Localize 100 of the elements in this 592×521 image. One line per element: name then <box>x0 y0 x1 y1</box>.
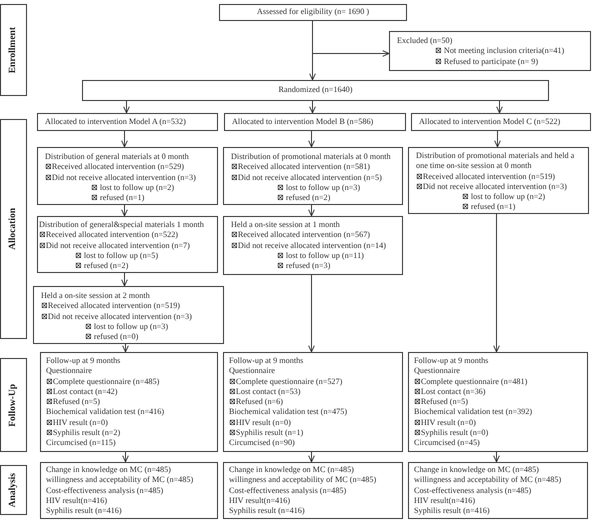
phase-box <box>0 4 27 96</box>
list-item: willingness and acceptability of MC (n=485) <box>46 475 194 486</box>
list-item: Change in knowledge on MC (n=485) <box>229 465 354 476</box>
arrow <box>494 130 501 148</box>
sub-item: ⊠ refused (n=0) <box>85 332 138 342</box>
arrow <box>308 274 315 352</box>
step-label: Randomized (n=1640) <box>278 85 352 96</box>
sub-item: ⊠ refused (n=3) <box>277 261 330 272</box>
arrow <box>123 100 130 114</box>
list-item: Biochemical validation test (n=416) <box>46 407 164 418</box>
list-item: ⊠Received allocated intervention (n=567) <box>231 230 370 241</box>
process-box <box>223 147 403 205</box>
step-heading: Follow-up at 9 months <box>46 356 120 366</box>
list-item: ⊠Received allocated intervention (n=519) <box>416 172 556 182</box>
list-item: Syphilis result (n=416) <box>414 506 490 516</box>
sub-item: ⊠ lost to follow up (n=5) <box>75 250 158 262</box>
process-box <box>408 462 588 519</box>
sub-item: ⊠ lost to follow up (n=3) <box>85 322 168 332</box>
arrow <box>122 452 129 462</box>
list-item: ⊠Did not receive allocated intervention (n=14) <box>231 240 386 251</box>
phase-box <box>0 119 27 339</box>
list-item: ⊠Did not receive allocated intervention (n=3) <box>416 182 567 192</box>
process-box <box>224 113 406 131</box>
step-heading: Excluded (n=50) <box>397 36 452 46</box>
phase-label: Follow-Up <box>8 384 19 426</box>
arrow <box>308 130 315 148</box>
step-heading: Follow-up at 9 months <box>414 356 488 366</box>
list-item: Questionnaire <box>229 366 275 377</box>
list-item: ⊠HIV result (n=0) <box>46 418 108 428</box>
list-item: Change in knowledge on MC (n=485) <box>46 465 171 476</box>
list-item: ⊠Received allocated intervention (n=522) <box>39 230 178 241</box>
arrow <box>309 100 316 114</box>
step-heading: Distribution of promotional materials at 0 month <box>231 152 391 162</box>
sub-item: ⊠ lost to follow up (n=2) <box>462 192 546 202</box>
list-item: ⊠Received allocated intervention (n=581) <box>231 162 370 173</box>
process-box <box>223 352 403 452</box>
list-item: Cost-effectiveness analysis (n=485) <box>229 486 346 496</box>
arrow <box>308 452 315 462</box>
step-heading: Distribution of general&special materials 1 month <box>39 220 204 230</box>
list-item: ⊠Refused (n=5) <box>414 397 468 408</box>
arrow <box>493 214 500 352</box>
list-item: HIV result(n=416) <box>229 496 290 506</box>
list-item: willingness and acceptability of MC (n=485) <box>414 475 562 486</box>
process-box <box>82 80 549 101</box>
list-item: Questionnaire <box>46 366 92 377</box>
list-item: ⊠HIV result (n=0) <box>414 418 476 428</box>
list-item: Cost-effectiveness analysis (n=485) <box>414 486 532 496</box>
list-item: ⊠Did not receive allocated intervention (n=5) <box>231 172 382 183</box>
list-item: ⊠Did not receive allocated intervention (n=7) <box>39 240 190 251</box>
process-box <box>37 113 218 131</box>
process-box <box>389 31 591 71</box>
process-box <box>408 352 588 452</box>
list-item: ⊠Did not receive allocated intervention (n=3) <box>45 172 196 183</box>
list-item: ⊠HIV result (n=0) <box>229 418 291 428</box>
list-item: Syphilis result (n=416) <box>229 506 305 516</box>
arrow <box>122 344 129 352</box>
list-item: Biochemical validation test (n=475) <box>229 407 348 418</box>
list-item: ⊠Syphilis result (n=1) <box>229 428 304 438</box>
arrow <box>308 204 315 216</box>
list-item: ⊠Lost contact (n=36) <box>414 386 486 398</box>
list-item: ⊠Refused (n=6) <box>229 397 283 408</box>
list-item: Syphilis result (n=416) <box>46 506 122 516</box>
list-item: willingness and acceptability of MC (n=485) <box>229 475 376 486</box>
phase-label: Enrollment <box>8 26 19 74</box>
process-box <box>33 286 224 344</box>
arrow <box>493 452 500 462</box>
phase-label: Analysis <box>8 472 19 508</box>
list-item: ⊠Received allocated intervention (n=529) <box>45 162 184 173</box>
step-heading: Follow-up at 9 months <box>229 356 304 366</box>
list-item: ⊠Complete questionnaire (n=527) <box>229 376 342 387</box>
sub-item: ⊠ refused (n=1) <box>91 193 144 204</box>
process-box <box>40 352 218 452</box>
step-heading: Distribution of general materials at 0 month <box>45 152 189 162</box>
process-box <box>223 462 403 519</box>
list-item: ⊠Refused (n=5) <box>46 397 100 408</box>
process-box <box>408 147 589 214</box>
step-label: Assessed for eligibility (n= 1690 ) <box>256 7 370 18</box>
phase-box <box>0 358 27 452</box>
list-item: Change in knowledge on MC (n=485) <box>414 465 539 476</box>
process-box <box>223 216 403 275</box>
list-item: Cost-effectiveness analysis (n=485) <box>46 486 164 496</box>
sub-item: ⊠ lost to follow up (n=11) <box>277 250 364 262</box>
list-item: ⊠Syphilis result (n=2) <box>46 428 120 438</box>
step-heading: Distribution of promotional materials and held a one time on-site session at 0 month <box>416 151 576 172</box>
arrow <box>121 130 128 148</box>
step-label: Allocated to intervention Model C (n=522) <box>419 117 560 128</box>
process-box <box>411 113 591 131</box>
list-item: ⊠Lost contact (n=42) <box>46 386 118 398</box>
list-item: ⊠Complete questionnaire (n=481) <box>414 376 528 387</box>
arrow <box>496 100 503 114</box>
list-item: Biochemical validation test (n=392) <box>414 407 532 418</box>
list-item: HIV result(n=416) <box>414 496 476 506</box>
list-item: ⊠Lost contact (n=53) <box>229 386 301 398</box>
list-item: Circumcised (n=115) <box>46 438 116 449</box>
step-label: Allocated to intervention Model B (n=586) <box>232 117 374 128</box>
sub-item: ⊠ Not meeting inclusion criteria(n=41) <box>435 46 564 57</box>
sub-item: ⊠ Refused to participate (n= 9) <box>435 56 538 67</box>
process-box <box>37 147 218 205</box>
list-item: Questionnaire <box>414 366 460 377</box>
arrow <box>309 20 316 80</box>
